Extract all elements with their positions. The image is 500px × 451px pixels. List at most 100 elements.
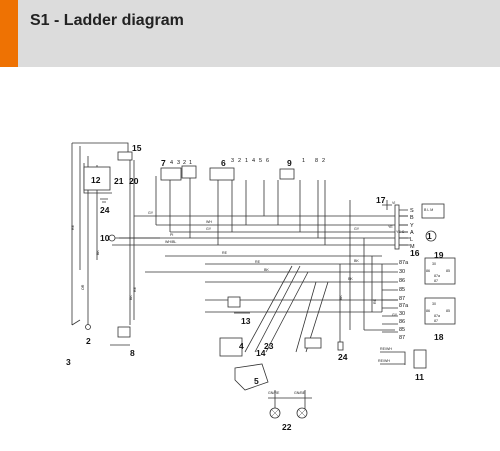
relay-bottom-85: 85: [399, 327, 405, 333]
component-number-3: 3: [66, 357, 71, 367]
wire-label-bk-24: BK: [339, 295, 343, 300]
component-number-23: 23: [264, 341, 274, 351]
relay-bottom-30: 30: [399, 311, 405, 317]
pin-7-2: 2: [183, 160, 186, 166]
relay-bottom-87a: 87a: [399, 303, 409, 309]
component-number-21: 21: [114, 176, 124, 186]
pin-6-2: 2: [238, 158, 241, 164]
wire-label-bk-3: BK: [348, 277, 353, 281]
wire-label-yec: YE C: [396, 230, 405, 234]
wire-label-gnre: GN/RE: [268, 391, 280, 395]
pin-9-8: 8: [315, 158, 318, 164]
component-number-16: 16: [410, 248, 420, 258]
component-number-17: 17: [376, 195, 386, 205]
ladder-diagram: GY WH GY PI WH/BL RE RE BK GY BK BK VI Y…: [66, 142, 456, 432]
component-number-13: 13: [241, 316, 251, 326]
pin-6-3: 3: [231, 158, 234, 164]
battery-component: [83, 166, 111, 191]
relay-18: [424, 297, 456, 325]
wire-label-re: RE: [222, 251, 228, 255]
wire-label-whbl: WH/BL: [165, 240, 176, 244]
wiring: [71, 142, 410, 412]
relay-18-pin-87a: 87a: [434, 314, 440, 318]
component-number-1: 1: [427, 231, 432, 241]
switch-11: [413, 349, 427, 369]
relay-19-pin-85: 85: [446, 269, 450, 273]
component-number-24-right: 24: [338, 352, 348, 362]
header-bar: [0, 0, 500, 67]
wire-label-gnbe: GN/BE: [294, 391, 306, 395]
connector-6: [209, 167, 235, 181]
terminal-l: L: [410, 237, 413, 243]
components: [71, 151, 456, 419]
sensor-2: [85, 324, 91, 330]
pin-6-5: 5: [259, 158, 262, 164]
wire-label-vi: VI: [392, 201, 395, 205]
connector-14: [219, 337, 243, 357]
wire-label-or: OR: [81, 284, 85, 290]
terminal-y: Y: [410, 223, 414, 229]
relay-top-87: 87: [399, 296, 405, 302]
ground-24: [337, 341, 344, 351]
component-number-15: 15: [132, 143, 142, 153]
wire-label-bk-left: BK: [96, 250, 100, 255]
component-number-4: 4: [239, 341, 244, 351]
pin-9-1: 1: [302, 158, 305, 164]
connector-9: [279, 168, 295, 180]
relay-18-pin-85: 85: [446, 309, 450, 313]
lamp-block: [421, 203, 445, 219]
wire-label-gy-2: GY: [206, 227, 212, 231]
component-number-11: 11: [415, 372, 424, 382]
relay-19: [424, 257, 456, 285]
component-number-6: 6: [221, 158, 226, 168]
engine-component-5: [234, 363, 269, 391]
terminal-strip: [394, 204, 400, 250]
component-number-19: 19: [434, 250, 444, 260]
wire-label-re-left: RE: [71, 224, 75, 230]
relay-19-pin-86: 86: [426, 269, 430, 273]
wire-label-bk: BK: [264, 268, 269, 272]
component-number-7: 7: [161, 158, 166, 168]
component-numbers: 15 7 6 9 12 21 20 24 17 10 16 1 19 18 13…: [66, 143, 444, 432]
component-number-8: 8: [130, 348, 135, 358]
diode-17: [382, 200, 392, 210]
relay-bottom-87: 87: [399, 335, 405, 341]
wire-label-bk-8: BK: [129, 295, 133, 300]
component-number-5: 5: [254, 376, 259, 386]
relay-top-85: 85: [399, 287, 405, 293]
pin-6-4: 4: [252, 158, 255, 164]
wire-label-rewh: RE/WH: [380, 347, 392, 351]
component-number-20: 20: [129, 176, 139, 186]
wire-label-ye: YE: [388, 225, 393, 229]
wire-label-re-right: RE: [373, 298, 377, 304]
connector-23: [304, 337, 322, 349]
indicator-1: [425, 230, 437, 242]
page-title: S1 - Ladder diagram: [30, 12, 184, 29]
wire-label-re-8: RE: [133, 286, 137, 292]
relay-top-30: 30: [399, 269, 405, 275]
wire-label-re-2: RE: [255, 260, 261, 264]
connector-8: [117, 326, 131, 338]
pin-numbers: 4 3 2 1 3 2 1 4 5 6 1 8 2: [170, 158, 325, 166]
relay-top-87a: 87a: [399, 260, 409, 266]
wire-label-pi: PI: [170, 233, 173, 237]
terminal-letters: S B Y A L M B L M 87a 30 86 85 87 87a 30…: [399, 208, 450, 341]
pin-7-4: 4: [170, 160, 173, 166]
switch-3: [71, 319, 81, 326]
component-number-2: 2: [86, 336, 91, 346]
relay-19-pin-30: 30: [432, 262, 436, 266]
component-number-22: 22: [282, 422, 292, 432]
fuse-holder: [117, 151, 133, 161]
wire-label-gy-4: GY: [392, 313, 398, 317]
connector-10: [108, 234, 116, 242]
wire-labels: GY WH GY PI WH/BL RE RE BK GY BK BK VI Y…: [71, 201, 405, 395]
connector-7b: [181, 165, 197, 179]
relay-18-pin-86: 86: [426, 309, 430, 313]
wire-label-bk-2: BK: [354, 259, 359, 263]
terminal-b: B: [410, 215, 414, 221]
component-number-10: 10: [100, 233, 110, 243]
connector-13: [227, 296, 241, 308]
relay-bottom-86: 86: [399, 319, 405, 325]
relay-19-pin-87: 87: [434, 279, 438, 283]
ground-24-left: [100, 198, 108, 203]
